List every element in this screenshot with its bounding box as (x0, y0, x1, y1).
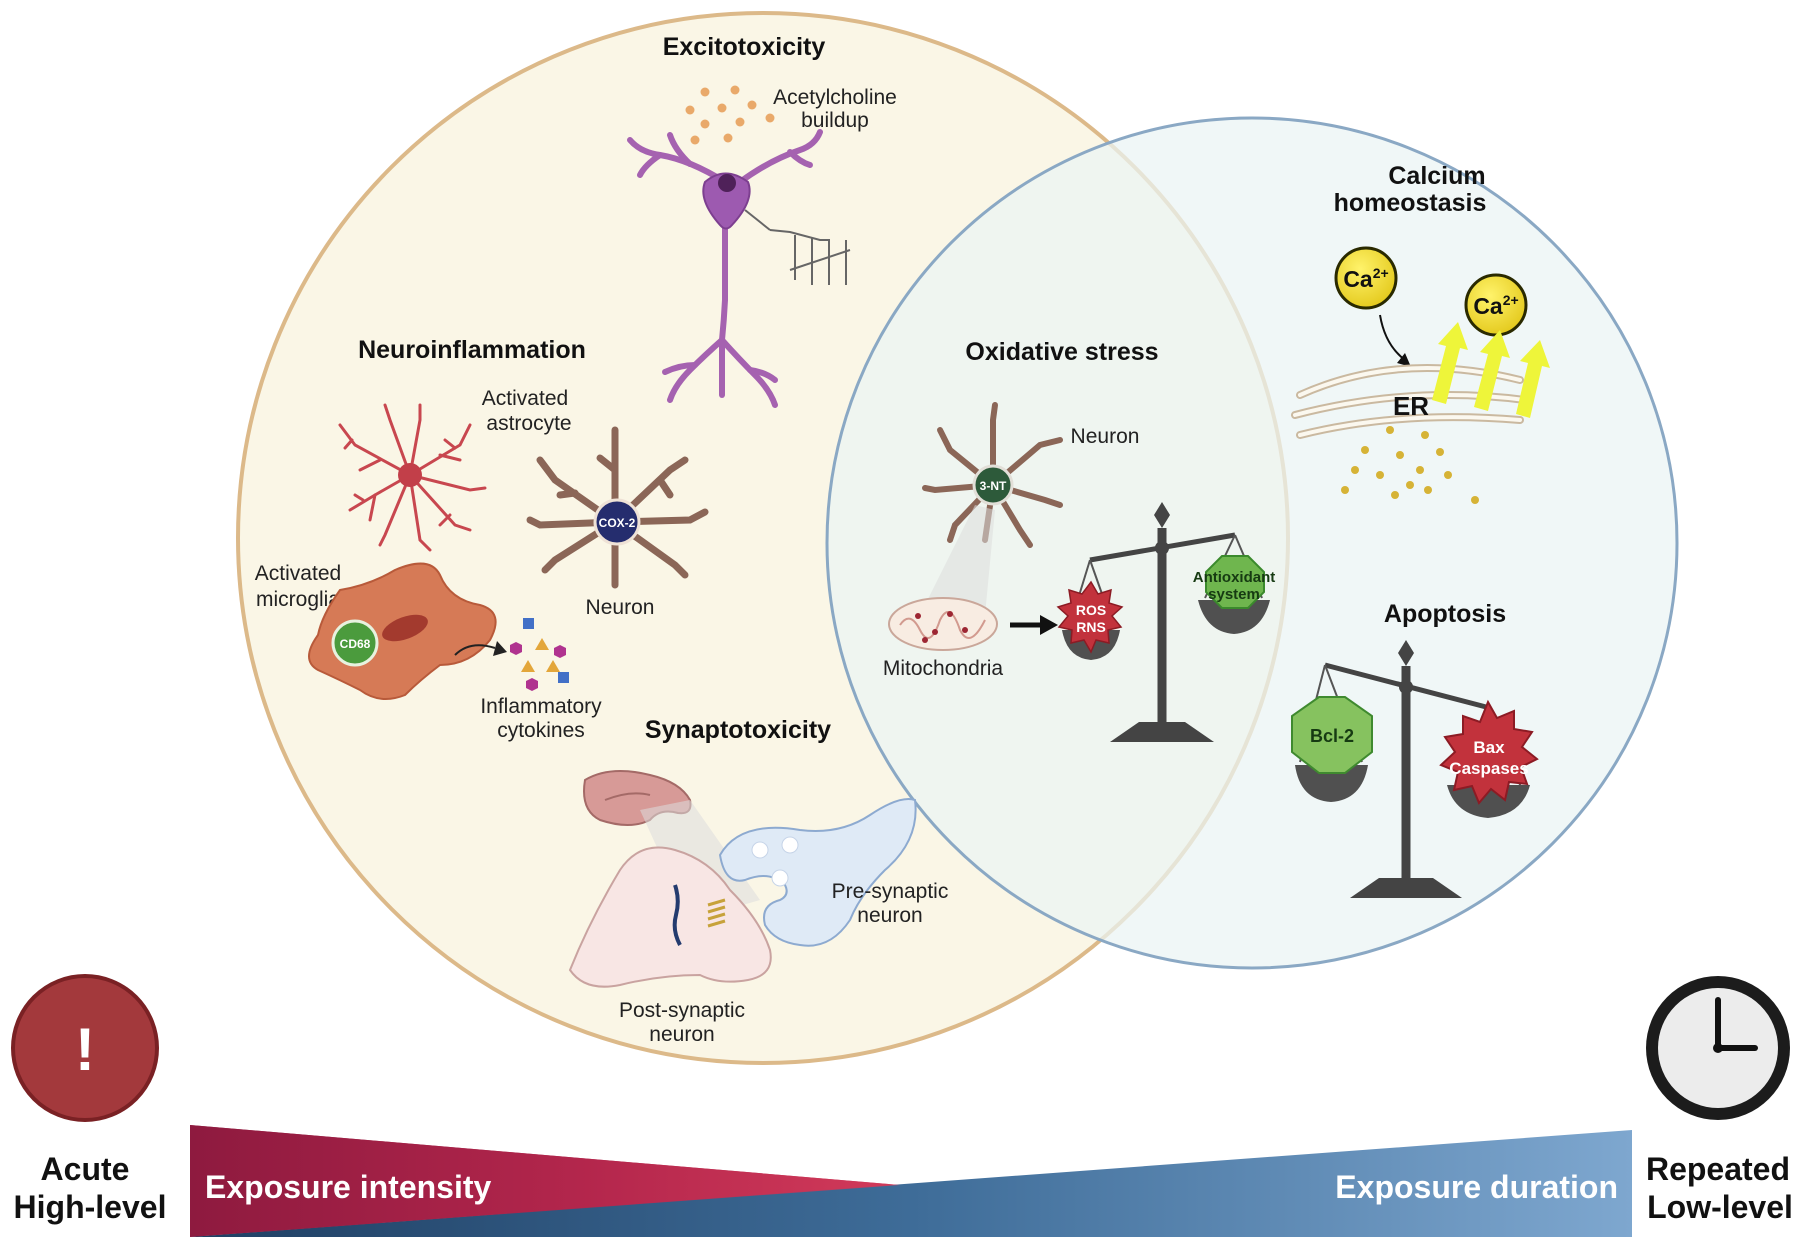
neuron-nucleus (718, 174, 736, 192)
apoptosis-scale-base (1350, 878, 1462, 898)
acetylcholine-dots (685, 85, 775, 145)
astrocyte-soma (398, 463, 422, 487)
ca-ion-left-label: Ca2+ (1343, 265, 1388, 292)
post-synaptic-label-line2: neuron (649, 1023, 714, 1046)
hippocampus-fold (604, 792, 651, 801)
cytokine-shapes (510, 618, 569, 691)
astrocyte-label-line2: astrocyte (486, 412, 571, 435)
pre-synaptic-neuron-icon (718, 798, 917, 947)
exposure-intensity-label: Exposure intensity (205, 1169, 492, 1205)
bcl2-label: Bcl-2 (1310, 726, 1354, 746)
bax-caspases-burst (1439, 699, 1539, 805)
antioxidant-label-line1: Antioxidant (1193, 569, 1276, 586)
exposure-duration-label: Exposure duration (1335, 1169, 1618, 1205)
3nt-marker (972, 464, 1014, 506)
excitotoxicity-section: Excitotoxicity Acetylcholine buildup (627, 33, 897, 408)
zoom-cone-mito (920, 505, 995, 615)
pre-synaptic-label-line1: Pre-synaptic (832, 880, 949, 903)
synaptic-vesicles (751, 836, 799, 887)
apoptosis-pan-right (1447, 785, 1530, 818)
synaptotoxicity-title: Synaptotoxicity (645, 716, 831, 744)
oxidative-stress-section: Oxidative stress 3-NT Neuron Mitochondri… (883, 338, 1275, 742)
apoptosis-title: Apoptosis (1384, 600, 1506, 628)
calcium-title-line1: Calcium (1388, 162, 1485, 190)
post-synaptic-neuron-icon (568, 846, 772, 988)
microglia-nucleus (382, 614, 428, 642)
exposure-intensity-overlap (190, 1125, 900, 1237)
ros-production-arrowhead (1040, 615, 1058, 635)
neuroinflammation-title: Neuroinflammation (358, 336, 586, 364)
calcium-homeostasis-section: Calcium homeostasis Ca2+ Ca2+ ER (1291, 162, 1550, 504)
recording-electrode-icon (744, 209, 851, 285)
er-label: ER (1393, 391, 1429, 421)
receptor-coil (707, 898, 726, 928)
apoptosis-balance-scale (1295, 640, 1530, 898)
oxidative-neuron-label: Neuron (1071, 425, 1140, 448)
ca-dots (1341, 426, 1479, 504)
mitochondria-icon (888, 597, 998, 651)
ca-efflux-arrows (1432, 322, 1550, 418)
ca-ion-left (1334, 246, 1398, 310)
cd68-marker (331, 619, 379, 667)
cox2-label: COX-2 (599, 516, 636, 530)
alert-icon-symbol: ! (75, 1016, 95, 1083)
cox2-marker (593, 498, 641, 546)
pre-synaptic-label-line2: neuron (857, 904, 922, 927)
astrocyte-label-line1: Activated (482, 387, 568, 410)
neuroinflammation-section: Neuroinflammation Activated astrocyte CO… (255, 336, 709, 742)
cd68-label: CD68 (340, 637, 371, 651)
bcl2-octagon (1291, 696, 1373, 774)
neuroinflammation-neuron-label: Neuron (586, 596, 655, 619)
calcium-title-line2: homeostasis (1334, 189, 1487, 217)
scale-finial (1154, 502, 1170, 528)
post-synaptic-label-line1: Post-synaptic (619, 999, 745, 1022)
cytokines-label-line1: Inflammatory (480, 695, 602, 718)
3nt-label: 3-NT (980, 479, 1007, 493)
apoptosis-pan-left (1295, 765, 1368, 802)
cytokines-label-line2: cytokines (497, 719, 585, 742)
excitotoxicity-title: Excitotoxicity (663, 33, 826, 61)
scale-pivot (1155, 541, 1169, 555)
acetylcholine-label-line1: Acetylcholine (773, 86, 897, 109)
astrocyte-icon (338, 403, 487, 552)
ca-uptake-arrowhead (1397, 353, 1411, 367)
microglia-label-line1: Activated (255, 562, 341, 585)
exposure-axis: ! Acute High-level Exposure intensity Ex… (11, 974, 1793, 1237)
antioxidant-label-line2: system (1208, 586, 1260, 603)
acute-label-line1: Acute (41, 1151, 130, 1187)
clock-icon (1646, 976, 1790, 1120)
ros-label: ROS (1076, 602, 1106, 618)
pyramidal-neuron-icon (627, 129, 823, 408)
cytokine-release-arrowhead (493, 641, 507, 656)
mitochondria-label: Mitochondria (883, 657, 1004, 680)
caspases-label: Caspases (1449, 759, 1528, 778)
oxidative-stress-title: Oxidative stress (965, 338, 1158, 366)
microglia-label-line2: microglia (256, 588, 340, 611)
rns-label: RNS (1076, 619, 1106, 635)
scale-base (1110, 722, 1214, 742)
scale-pan-right (1198, 600, 1270, 634)
apoptosis-scale-finial (1398, 640, 1414, 666)
ca-ion-right-label: Ca2+ (1473, 292, 1518, 319)
neuron-soma (702, 172, 751, 230)
bax-label: Bax (1473, 738, 1505, 757)
synaptotoxicity-section: Synaptotoxicity Pre-synaptic neuron Post… (568, 716, 949, 1046)
alert-icon (11, 974, 159, 1122)
repeated-label-line1: Repeated (1646, 1151, 1790, 1187)
ros-rns-burst (1056, 580, 1124, 654)
repeated-label-line2: Low-level (1647, 1189, 1793, 1225)
apoptosis-scale-pivot (1399, 680, 1413, 694)
venn-circle-repeated (825, 116, 1679, 970)
mitochondria-cristae (899, 611, 986, 639)
antioxidant-octagon (1205, 555, 1265, 609)
dendrite-marker (672, 884, 682, 946)
mitochondria-dots (915, 611, 968, 643)
acute-label-line2: High-level (14, 1189, 167, 1225)
apoptosis-section: Apoptosis Bcl-2 Bax Caspases (1291, 600, 1539, 898)
acetylcholine-label-line2: buildup (801, 109, 869, 132)
cortical-neuron-icon (526, 426, 709, 589)
cytokine-release-arrow (454, 644, 496, 656)
